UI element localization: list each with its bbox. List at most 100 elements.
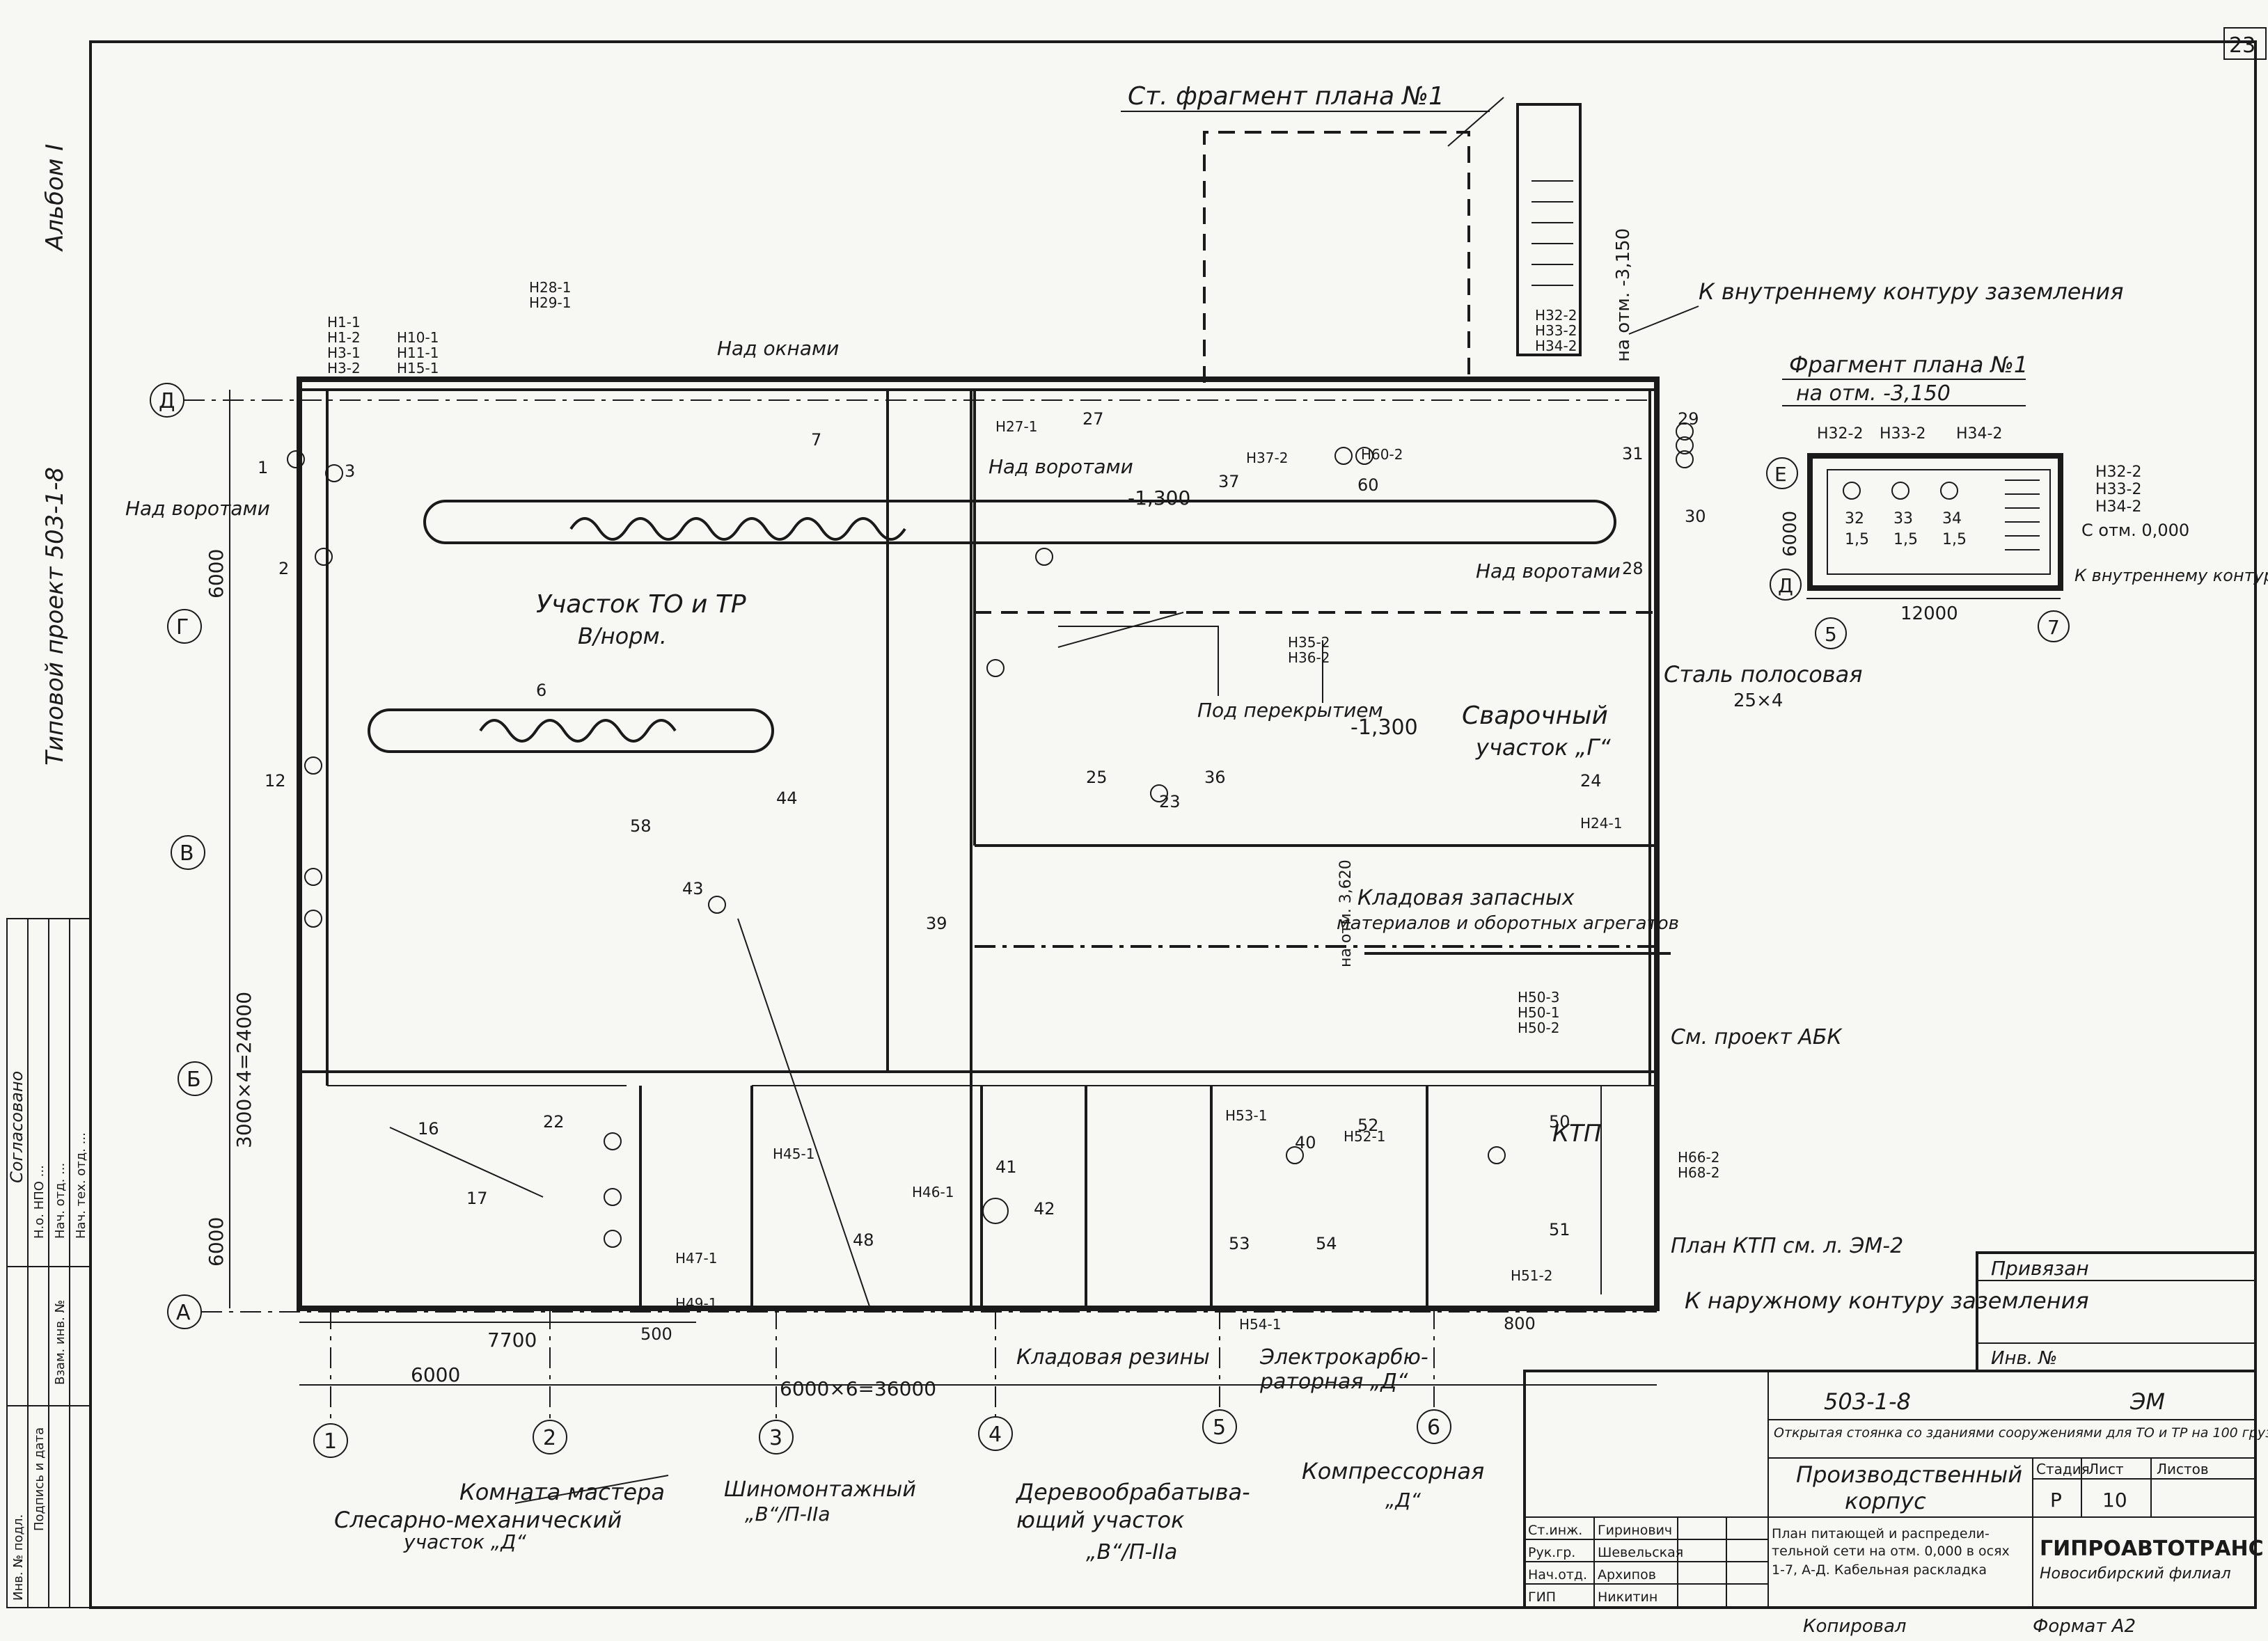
frag-label-l1: Н32-2 [1817,425,1863,443]
eq-label: Н3-2 [327,360,361,376]
eq-label: Н53-1 [1225,1107,1267,1124]
drawing-line-3: 1-7, А-Д. Кабельная раскладка [1772,1562,1987,1578]
over-gates-left: Над воротами [125,497,270,520]
circuit-num: 36 [1204,768,1226,787]
under-floor-note: Под перекрытием [1197,699,1383,722]
ceiling-level-mid: -1,300 [1128,486,1190,509]
bottom-labels: Комната мастера Слесарно-механический уч… [334,1345,1484,1564]
eq-label: Н46-1 [912,1184,954,1200]
circuit-num: 17 [466,1189,488,1208]
stair-level: на отм. -3,150 [1613,228,1634,362]
eq-label: Н35-2 [1288,634,1330,651]
steel-strip-size: 25×4 [1733,690,1783,711]
circuit-num: 3 [345,461,355,481]
room-storage-sub: материалов и оборотных агрегатов [1337,913,1679,934]
circuit-num: 22 [543,1112,565,1132]
eq-label: Н11-1 [397,344,439,361]
dim-bottom-7700: 7700 [487,1329,537,1351]
circuit-num: 12 [265,771,286,791]
agreed-row-1: Н.о. НПО ... [32,1165,47,1239]
eq-label: Н27-1 [995,418,1037,435]
circuit-num: 53 [1229,1234,1250,1253]
steel-strip-note: Сталь полосовая [1664,661,1863,688]
typical-project-label: Типовой проект 503-1-8 [41,467,69,766]
circuit-num: 54 [1316,1234,1337,1253]
circuit-numbers: 1 2 3 6 7 12 16 17 22 23 24 25 27 28 29 … [258,409,1706,1253]
circuit-num: 44 [776,788,798,808]
fragment-plan: Фрагмент плана №1 на отм. -3,150 Н32-2 Н… [1766,351,2268,649]
eq-label: Н3-1 [327,344,361,361]
axis-letter-g: Г [176,615,189,640]
dimensions: 3000×4=24000 6000 6000 6000×6=36000 7700… [205,390,1657,1400]
label-locksmith-sub: участок „Д“ [403,1530,526,1553]
eq-label: Н54-1 [1239,1316,1281,1333]
sheet-number-box [2223,27,2267,60]
axis-number-2: 2 [543,1426,556,1450]
eq-label: Н36-2 [1288,649,1330,666]
label-compressor: Компрессорная [1302,1458,1484,1484]
frag-label-l3: Н34-2 [1956,425,2002,443]
title-block: 503-1-8 ЭМ Открытая стоянка со зданиями … [1523,1370,2268,1609]
room-storage: Кладовая запасных [1357,886,1575,910]
side-stamp: Согласовано Н.о. НПО ... Нач. отд. ... Н… [6,918,91,1608]
dim-bottom-500: 500 [640,1324,672,1344]
axis-letter-b: Б [187,1068,201,1092]
label-wood-sub: ющий участок [1016,1507,1185,1533]
circuit-num: 30 [1685,507,1706,526]
eq-label: Н68-2 [1678,1164,1719,1181]
eq-label: Н45-1 [773,1145,814,1162]
eq-label: Н29-1 [529,294,571,311]
inv-orig-label: Инв. № подл. [11,1514,26,1601]
staff-name-2: Шевельская [1598,1545,1683,1560]
privyazan-label: Привязан [1991,1257,2089,1280]
room-to-tr: Участок ТО и ТР [536,590,746,619]
main-building [297,376,1660,1311]
inv-dup-label: Взам. инв. № [53,1300,68,1385]
dim-bottom-6000: 6000 [411,1363,460,1386]
label-compressor-sub: „Д“ [1385,1489,1421,1512]
axis-letter-v: В [180,841,194,866]
circuit-num: 25 [1086,768,1108,787]
label-tire-sub: „В“/П-IIа [745,1503,830,1525]
label-master-room: Комната мастера [459,1479,665,1505]
circuit-num: 42 [1034,1199,1055,1219]
abk-note: См. проект АБК [1671,1025,1843,1049]
equipment-symbols [287,422,1694,1248]
frag-eq-pw-2: 1,5 [1893,531,1918,548]
circuit-num: 43 [682,879,704,898]
org-branch: Новосибирский филиал [2040,1565,2231,1583]
eq-label: Н32-2 [1535,307,1577,324]
axis-number-6: 6 [1427,1416,1440,1440]
label-battery-sub: раторная „Д“ [1259,1370,1408,1394]
copied-label: Копировал [1803,1616,1907,1637]
sheet-frame [89,40,2257,1609]
doc-mark: ЭМ [2129,1388,2165,1415]
building-name-2: корпус [1845,1488,1926,1514]
frag-level: С отм. 0,000 [2081,521,2189,540]
cable-runs [326,390,1651,1309]
circuit-num: 24 [1580,771,1602,791]
circuit-num: 23 [1159,792,1181,811]
ground-inner-note: К внутреннему контуру заземления [1699,278,2123,305]
circuit-num: 6 [536,681,546,700]
dim-bottom-800: 800 [1504,1314,1536,1333]
label-locksmith: Слесарно-механический [334,1507,622,1533]
frag-eq-pw-1: 1,5 [1845,531,1869,548]
label-tire: Шиномонтажный [724,1477,916,1502]
dim-bottom-total: 6000×6=36000 [780,1377,936,1400]
circuit-num: 31 [1622,444,1644,463]
frag-axis-e: Е [1774,463,1787,486]
eq-label: Н10-1 [397,329,439,346]
room-to-tr-class: В/норм. [578,623,667,649]
label-wood: Деревообрабатыва- [1015,1479,1250,1505]
sheet-header: Лист [2088,1461,2124,1477]
dim-left-top: 6000 [205,549,228,598]
frag-dim-width: 12000 [1900,603,1958,624]
frag-ground-note: К внутреннему контуру заземления [2074,566,2268,585]
axis-number-1: 1 [324,1429,337,1454]
sheet-value: 10 [2102,1489,2127,1512]
circuit-num: 41 [995,1157,1017,1177]
inv-label: Инв. № [1991,1348,2057,1369]
axis-number-4: 4 [989,1422,1002,1447]
axis-letter-d: Д [159,389,175,413]
